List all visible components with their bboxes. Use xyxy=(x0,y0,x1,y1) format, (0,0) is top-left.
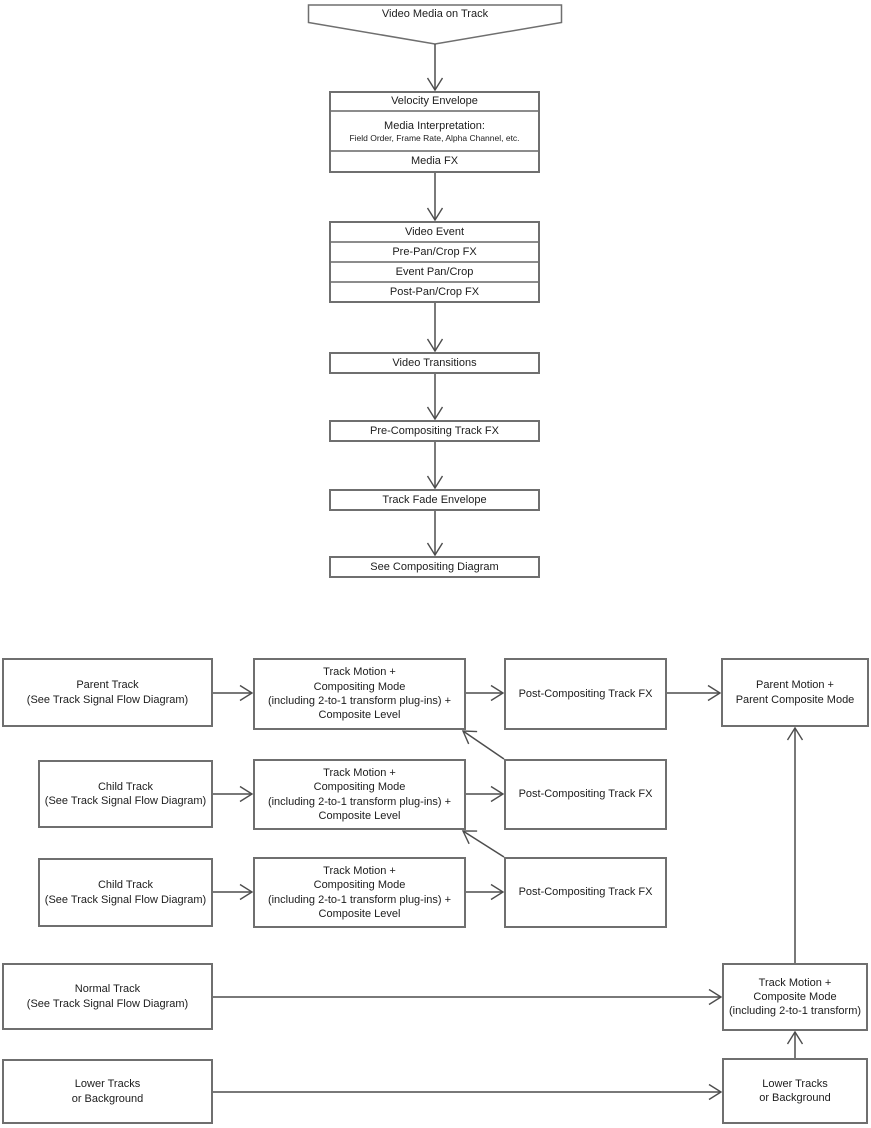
node-post-compositing-track-fx-3: Post-Compositing Track FX xyxy=(504,857,667,928)
node-parent-track: Parent Track (See Track Signal Flow Diag… xyxy=(2,658,213,727)
node-lower-tracks-right: Lower Tracks or Background xyxy=(722,1058,868,1124)
node-see-compositing-diagram: See Compositing Diagram xyxy=(329,556,540,578)
node-track-fade-envelope: Track Fade Envelope xyxy=(329,489,540,511)
node-track-motion-compositing-3: Track Motion + Compositing Mode (includi… xyxy=(253,857,466,928)
row-velocity-envelope: Velocity Envelope xyxy=(391,95,478,108)
media-interpretation-detail: Field Order, Frame Rate, Alpha Channel, … xyxy=(349,132,520,143)
node-track-motion-compositing-1: Track Motion + Compositing Mode (includi… xyxy=(253,658,466,730)
row-media-interpretation: Media Interpretation: Field Order, Frame… xyxy=(331,110,538,150)
node-media-stack: Velocity Envelope Media Interpretation: … xyxy=(329,91,540,173)
media-interpretation-title: Media Interpretation: xyxy=(384,119,485,132)
node-track-motion-composite-mode: Track Motion + Composite Mode (including… xyxy=(722,963,868,1031)
row-media-fx: Media FX xyxy=(331,150,538,171)
node-track-motion-compositing-2: Track Motion + Compositing Mode (includi… xyxy=(253,759,466,830)
node-child-track-1: Child Track (See Track Signal Flow Diagr… xyxy=(38,760,213,828)
arrow-post2-to-motion1 xyxy=(461,730,505,760)
arrow-post3-to-motion2 xyxy=(461,830,505,858)
node-video-media-on-track: Video Media on Track xyxy=(381,7,489,20)
row-video-event: Video Event xyxy=(404,225,465,238)
node-post-compositing-track-fx-1: Post-Compositing Track FX xyxy=(504,658,667,730)
node-video-transitions: Video Transitions xyxy=(329,352,540,374)
row-event-pan-crop: Event Pan/Crop xyxy=(331,261,538,281)
node-pre-compositing-track-fx: Pre-Compositing Track FX xyxy=(329,420,540,442)
pennant-shape xyxy=(307,4,563,45)
row-post-pan-crop-fx: Post-Pan/Crop FX xyxy=(331,281,538,301)
node-parent-motion: Parent Motion + Parent Composite Mode xyxy=(721,658,869,727)
node-lower-tracks-left: Lower Tracks or Background xyxy=(2,1059,213,1124)
node-child-track-2: Child Track (See Track Signal Flow Diagr… xyxy=(38,858,213,927)
row-pre-pan-crop-fx: Pre-Pan/Crop FX xyxy=(331,241,538,261)
node-video-event-stack: Video Event Pre-Pan/Crop FX Event Pan/Cr… xyxy=(329,221,540,303)
node-post-compositing-track-fx-2: Post-Compositing Track FX xyxy=(504,759,667,830)
node-normal-track: Normal Track (See Track Signal Flow Diag… xyxy=(2,963,213,1030)
